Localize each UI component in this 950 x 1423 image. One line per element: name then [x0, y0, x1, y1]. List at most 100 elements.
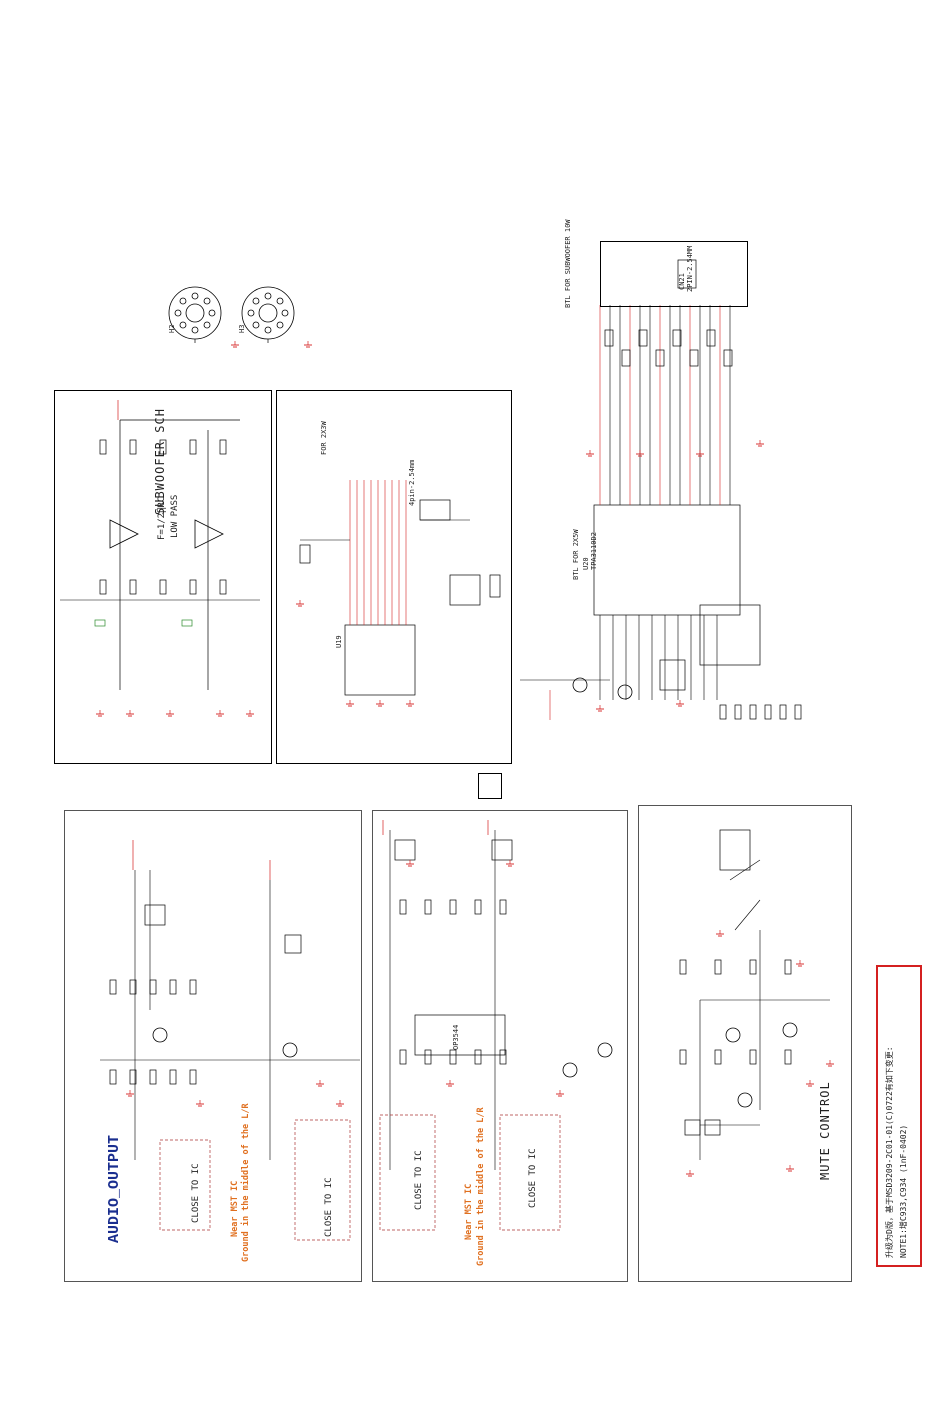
- resistor-body: [109, 979, 117, 995]
- small-marker-box: [478, 773, 502, 799]
- resistor-body: [749, 704, 757, 720]
- transistor-symbol: [152, 1027, 168, 1043]
- mounting-hole-pin: [247, 309, 255, 317]
- resistor-body: [159, 439, 167, 455]
- component-body: [604, 329, 614, 347]
- connector-cn21-part: 2PIN-2.54MM: [686, 245, 694, 292]
- transistor-symbol: [597, 1042, 613, 1058]
- resistor-body: [189, 439, 197, 455]
- resistor-body: [714, 1049, 722, 1065]
- ic-body-u19: [344, 624, 416, 696]
- mute-control-section-box: [638, 805, 852, 1282]
- close-to-ic-frame: [159, 1139, 211, 1231]
- amp-ic-ref: U20: [582, 557, 590, 570]
- for-2x3w-label: FOR 2X3W: [320, 421, 328, 455]
- resistor-body: [449, 1049, 457, 1065]
- near-mst-ic-label-1: Near MST IC: [230, 1180, 240, 1237]
- resistor-body: [399, 1049, 407, 1065]
- sub-block-body: [659, 659, 686, 691]
- waveform-frame: [719, 829, 751, 871]
- transistor-symbol: [572, 677, 588, 693]
- resistor-body: [764, 704, 772, 720]
- resistor-body: [714, 959, 722, 975]
- resistor-body: [749, 959, 757, 975]
- waveform-line: [734, 899, 761, 931]
- ground-middle-label-2: Ground in the middle of the L/R: [476, 1107, 486, 1266]
- resistor-body: [129, 439, 137, 455]
- mute-control-label: MUTE CONTROL: [818, 1081, 832, 1180]
- ic-body-u20: [593, 504, 741, 616]
- resistor-body: [499, 1049, 507, 1065]
- mounting-hole-outer: [241, 286, 295, 340]
- revision-note-box: [876, 965, 922, 1267]
- component-body: [706, 329, 716, 347]
- mounting-hole-pin: [179, 297, 187, 305]
- close-to-ic-frame: [294, 1119, 351, 1241]
- mounting-hole-pin: [203, 321, 211, 329]
- diode-body: [704, 1119, 721, 1136]
- resistor-body: [129, 1069, 137, 1085]
- resistor-body: [99, 579, 107, 595]
- ic-body-op3544: [414, 1014, 506, 1056]
- resistor-body: [399, 899, 407, 915]
- mounting-hole-pin: [264, 326, 272, 334]
- connector-4pin-label: 4pin-2.54mm: [408, 459, 416, 506]
- connector-body: [449, 574, 481, 606]
- diode-body: [491, 839, 513, 861]
- resistor-body: [189, 979, 197, 995]
- hp-ic-name: OP3544: [452, 1024, 460, 1050]
- resistor-body: [474, 1049, 482, 1065]
- near-mst-ic-label-2: Near MST IC: [464, 1183, 474, 1240]
- sub-block-body: [699, 604, 761, 666]
- resistor-body: [679, 959, 687, 975]
- close-to-ic-label-1: CLOSE TO IC: [191, 1163, 201, 1223]
- mounting-hole-pin: [191, 326, 199, 334]
- audio-output-title: AUDIO_OUTPUT: [106, 1134, 123, 1243]
- mounting-hole-pin: [264, 292, 272, 300]
- capacitor-body: [94, 619, 106, 627]
- connector-cn21-ref: CN21: [678, 273, 686, 290]
- mounting-hole-pin: [191, 292, 199, 300]
- resistor-body: [424, 1049, 432, 1065]
- resistor-body: [149, 1069, 157, 1085]
- connector-cn21-body: [677, 259, 697, 289]
- opamp-symbol: [109, 519, 139, 549]
- resistor-body: [499, 899, 507, 915]
- resistor-body: [159, 579, 167, 595]
- mounting-hole-pin: [208, 309, 216, 317]
- close-to-ic-frame: [499, 1114, 561, 1231]
- mounting-hole-pin: [174, 309, 182, 317]
- component-body: [689, 349, 699, 367]
- component-body: [299, 544, 311, 564]
- amp-ic-name: TPA3110D2: [590, 532, 598, 570]
- mounting-hole-outer: [168, 286, 222, 340]
- revision-note-line2: NOTE1:增C933,C934 (1nF-0402): [899, 1124, 908, 1258]
- diode-body: [684, 1119, 701, 1136]
- formula-label: F=1/2∏RC: [157, 496, 167, 540]
- mounting-hole-pin: [276, 297, 284, 305]
- low-pass-label: LOW PASS: [170, 494, 180, 538]
- resistor-body: [734, 704, 742, 720]
- resistor-body: [219, 579, 227, 595]
- opamp-symbol: [194, 519, 224, 549]
- resistor-body: [129, 979, 137, 995]
- btl-for-2x5w-label: BTL FOR 2X5W: [572, 529, 580, 580]
- resistor-body: [474, 899, 482, 915]
- diode-body: [394, 839, 416, 861]
- diode-body: [284, 934, 302, 954]
- resistor-body: [449, 899, 457, 915]
- resistor-body: [679, 1049, 687, 1065]
- transistor-symbol: [617, 684, 633, 700]
- component-body: [672, 329, 682, 347]
- headphone-section-box: [372, 810, 628, 1282]
- close-to-ic-label-3: CLOSE TO IC: [414, 1150, 424, 1210]
- waveform-line: [729, 859, 761, 881]
- mounting-hole-pin: [252, 321, 260, 329]
- ground-middle-label-1: Ground in the middle of the L/R: [241, 1103, 251, 1262]
- subwoofer-connector-box: [600, 241, 748, 307]
- resistor-body: [779, 704, 787, 720]
- component-body: [655, 349, 665, 367]
- resistor-body: [149, 979, 157, 995]
